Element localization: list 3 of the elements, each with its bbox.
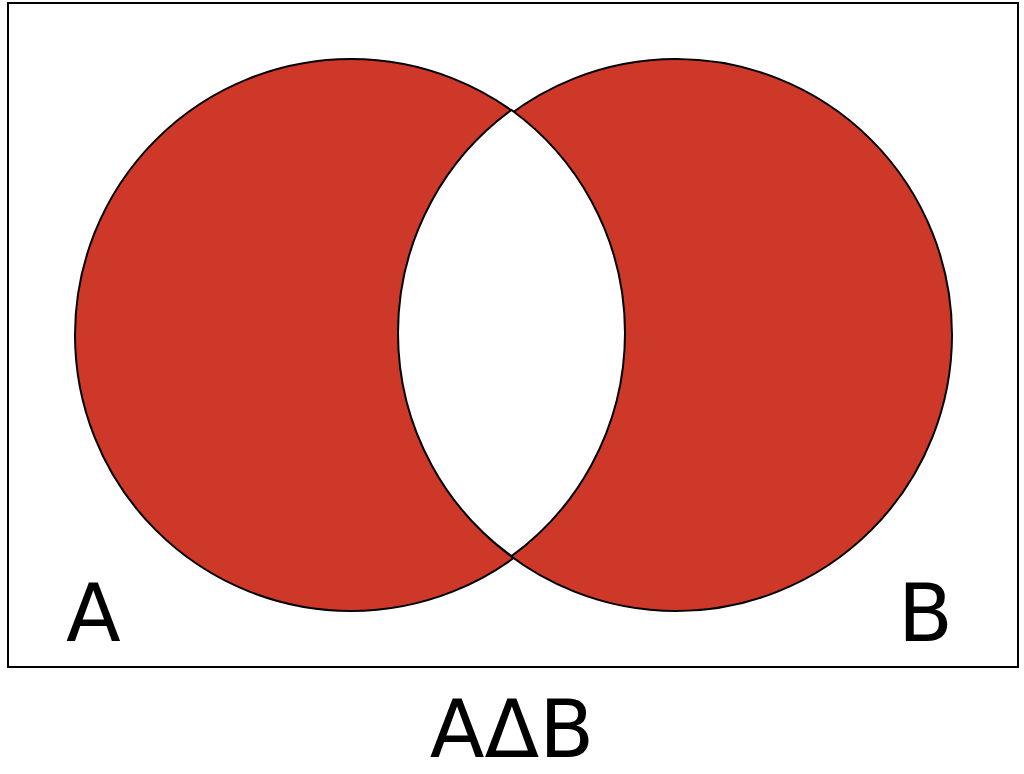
set-label: B [898,574,953,654]
set-label: A [66,574,121,654]
caption: AΔB [429,683,595,774]
